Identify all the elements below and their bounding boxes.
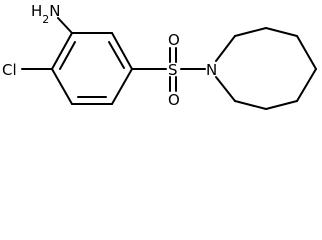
chlorine-label: Cl bbox=[2, 61, 17, 79]
ring-bond bbox=[296, 68, 317, 102]
sulfur-label: S bbox=[168, 61, 178, 79]
ring-bond bbox=[111, 32, 133, 70]
ring-bond bbox=[265, 100, 298, 110]
structure-canvas: H2N Cl O S O N bbox=[2, 2, 317, 110]
nitrogen-label: N bbox=[206, 61, 217, 79]
oxygen-label: O bbox=[168, 31, 180, 49]
benzene-ring bbox=[51, 32, 133, 105]
aromatic-double-bond bbox=[108, 41, 125, 69]
ring-bond bbox=[111, 68, 133, 105]
azocane-ring bbox=[215, 27, 317, 110]
molecule-diagram: H2N Cl O S O N bbox=[2, 2, 317, 110]
ring-bond bbox=[296, 35, 317, 70]
oxygen-label: O bbox=[168, 91, 180, 109]
ring-bond bbox=[51, 32, 73, 70]
ring-bond bbox=[51, 68, 73, 105]
ring-bond bbox=[234, 100, 267, 110]
ring-bond bbox=[215, 76, 236, 102]
ring-bond bbox=[265, 27, 298, 37]
amine-label: H2N bbox=[31, 2, 61, 26]
ring-bond bbox=[234, 27, 267, 37]
bond-ring-amine bbox=[57, 17, 73, 34]
aromatic-double-bond bbox=[59, 41, 76, 70]
ring-bond bbox=[215, 35, 236, 62]
